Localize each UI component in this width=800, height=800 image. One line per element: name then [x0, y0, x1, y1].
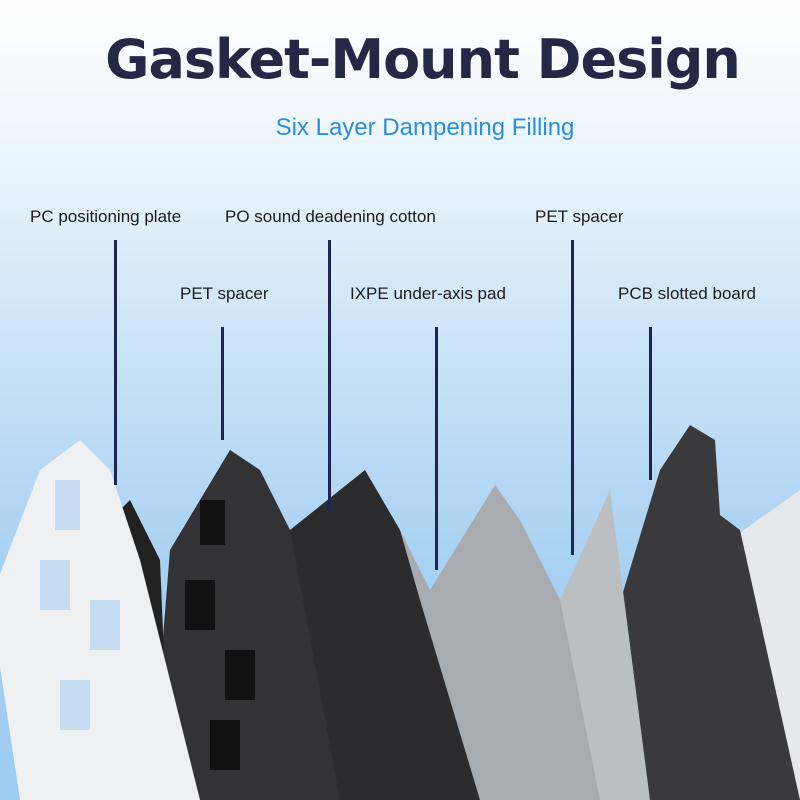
- layer-pet-spacer-dark: [150, 450, 340, 800]
- page-subtitle: Six Layer Dampening Filling: [275, 114, 575, 141]
- leader-line-pet-spacer-left: [221, 327, 224, 440]
- label-ixpe-under-axis-pad: IXPE under-axis pad: [350, 284, 506, 303]
- page-title: Gasket-Mount Design: [105, 28, 741, 91]
- leader-line-ixpe-pad: [435, 327, 438, 570]
- label-pc-positioning-plate: PC positioning plate: [30, 207, 182, 226]
- pc-plate-cutouts: [40, 480, 120, 730]
- label-pcb-slotted-board: PCB slotted board: [618, 284, 756, 303]
- pet-spacer-cutouts: [185, 500, 255, 770]
- leader-line-po-cotton: [328, 240, 331, 512]
- label-po-sound-deadening-cotton: PO sound deadening cotton: [225, 207, 436, 226]
- label-pet-spacer-top: PET spacer: [535, 207, 624, 226]
- leader-line-pcb-board: [649, 327, 652, 480]
- leader-line-pet-spacer-top: [571, 240, 574, 555]
- leader-line-pc-plate: [114, 240, 117, 485]
- label-pet-spacer-left: PET spacer: [180, 284, 269, 303]
